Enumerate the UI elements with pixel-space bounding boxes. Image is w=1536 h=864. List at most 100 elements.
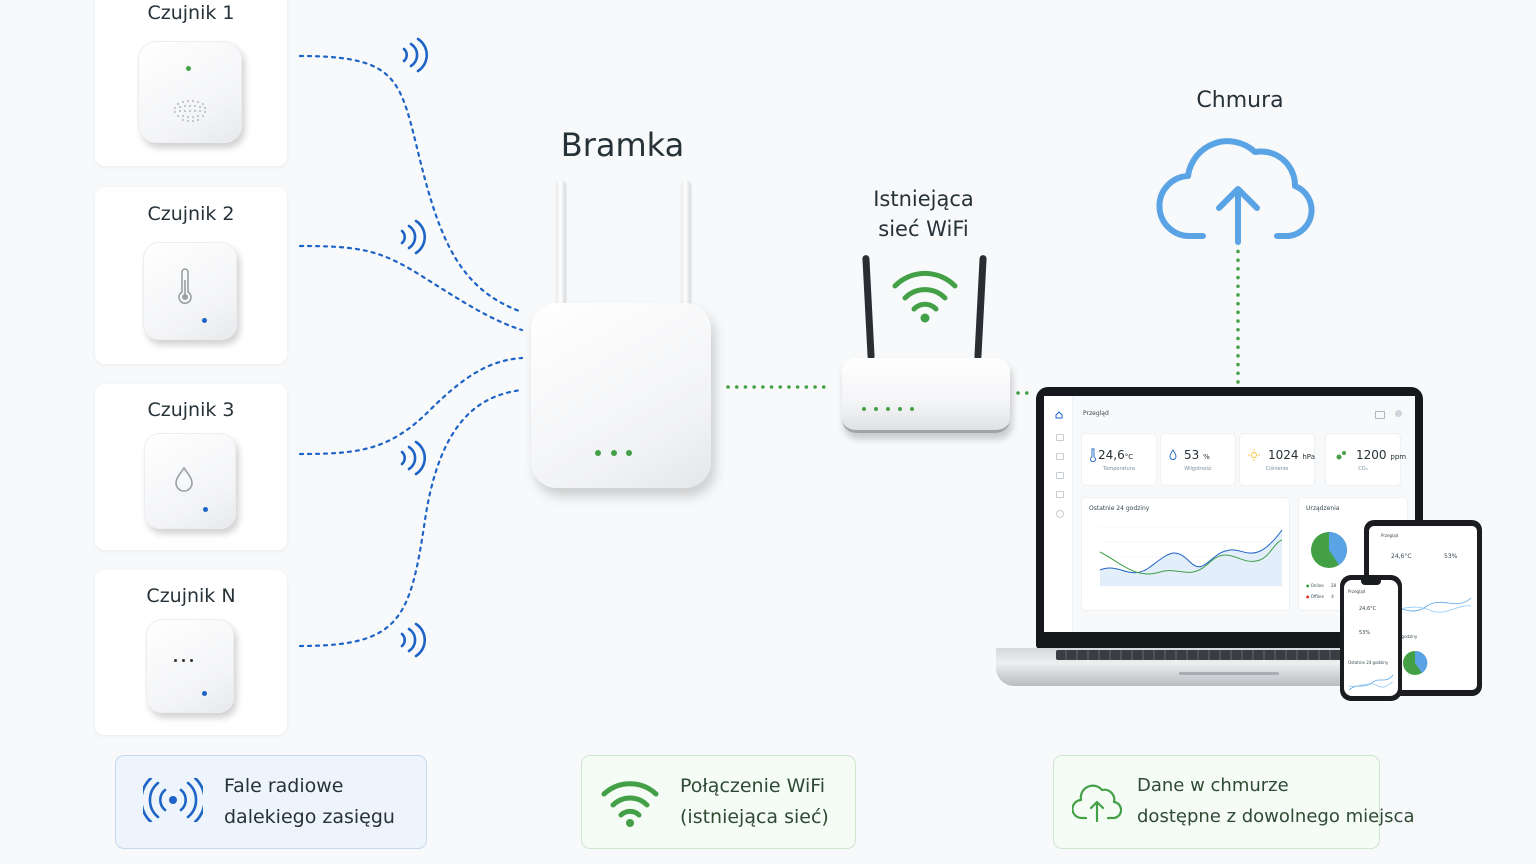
phone-screen: Przegląd 24,6°C 53% Ostatnie 24 godziny <box>1344 580 1398 696</box>
device-status-online: ● Online 28 <box>1306 583 1337 588</box>
dashboard-screen: Przegląd 24,6°C Temperatura 53 % Wilgotn… <box>1044 396 1415 632</box>
router-device <box>842 358 1010 433</box>
status-led <box>202 691 207 696</box>
status-led <box>626 450 632 456</box>
sensor-title: Czujnik 3 <box>147 399 235 421</box>
kpi-pressure: 1024 hPa Ciśnienie <box>1240 434 1316 485</box>
nav-icon[interactable] <box>1056 453 1064 460</box>
kpi-label: CO₂ <box>1358 466 1368 472</box>
device-status-offline: ● Offline 4 <box>1306 594 1334 599</box>
sensor-card-2: Czujnik 2 <box>95 187 287 364</box>
status-led <box>202 318 207 323</box>
phone-device: Przegląd 24,6°C 53% Ostatnie 24 godziny <box>1340 575 1402 701</box>
sun-icon <box>1248 449 1260 461</box>
water-drop-icon <box>1169 449 1177 460</box>
status-led <box>595 450 601 456</box>
legend-wifi-text: Połączenie WiFi(istniejąca sieć) <box>680 775 829 828</box>
sensor-title: Czujnik N <box>146 585 236 607</box>
tablet-title: Przegląd <box>1381 533 1399 538</box>
ellipsis-icon <box>174 659 204 665</box>
legend-wifi: Połączenie WiFi(istniejąca sieć) <box>581 755 856 849</box>
sensor-title: Czujnik 2 <box>147 203 235 225</box>
sensor-card-3: Czujnik 3 <box>95 384 287 550</box>
kpi-label: Wilgotność <box>1184 466 1212 472</box>
router-label-line2: sieć WiFi <box>878 217 969 241</box>
kpi-value: 1200 ppm <box>1356 448 1407 462</box>
dashboard-sidebar <box>1044 396 1073 632</box>
sensor-card-1: Czujnik 1 <box>95 0 287 166</box>
status-led <box>886 407 890 411</box>
radio-waves-icon <box>400 622 426 658</box>
water-drop-icon <box>175 466 193 492</box>
sensor-device <box>138 41 242 143</box>
kpi-co2: 1200 ppm CO₂ <box>1326 434 1406 485</box>
phone-humidity: 53% <box>1359 630 1371 636</box>
router-label: Istniejąca sieć WiFi <box>846 184 1001 244</box>
sensor-device <box>146 619 234 713</box>
wifi-icon <box>601 781 659 827</box>
dashboard-title: Przegląd <box>1083 410 1109 417</box>
laptop-touchpad-edge <box>1179 672 1279 675</box>
gateway-antenna-left <box>556 180 565 306</box>
devices-pie-chart <box>1311 531 1348 568</box>
cloud-upload-icon <box>1156 138 1315 245</box>
tablet-temp: 24,6°C <box>1391 553 1412 560</box>
nav-icon[interactable] <box>1056 434 1064 441</box>
status-led <box>874 407 878 411</box>
cloud-label: Chmura <box>1196 88 1284 113</box>
thermometer-icon <box>1090 448 1096 462</box>
gateway-antenna-right <box>681 180 690 306</box>
kpi-value: 1024 hPa <box>1268 448 1316 462</box>
nav-icon[interactable] <box>1056 472 1064 479</box>
kpi-temperature: 24,6°C Temperatura <box>1082 434 1156 485</box>
laptop-keyboard <box>1056 650 1401 660</box>
tablet-humidity: 53% <box>1444 553 1458 560</box>
radio-link-1 <box>298 54 524 314</box>
home-icon[interactable] <box>1055 411 1063 419</box>
settings-icon[interactable] <box>1056 510 1064 518</box>
status-led <box>898 407 902 411</box>
gateway-label: Bramka <box>560 126 685 164</box>
status-led <box>910 407 914 411</box>
radio-waves-icon <box>400 440 426 476</box>
phone-title: Przegląd <box>1348 589 1366 594</box>
phone-line-chart <box>1348 674 1394 691</box>
phone-notch <box>1361 580 1381 585</box>
devices-title: Urządzenia <box>1306 505 1340 512</box>
status-led <box>186 66 191 71</box>
sensor-title: Czujnik 1 <box>147 2 235 24</box>
chart-panel: Ostatnie 24 godziny <box>1082 498 1289 610</box>
phone-temp: 24,6°C <box>1359 606 1377 612</box>
cloud-upload-icon <box>1072 784 1122 822</box>
sensor-device <box>143 242 237 340</box>
radio-link-2 <box>298 244 524 332</box>
radio-link-4 <box>298 388 524 648</box>
kpi-humidity: 53 % Wilgotność <box>1161 434 1235 485</box>
radio-waves-icon <box>143 778 203 822</box>
kpi-value: 53 % <box>1184 448 1210 462</box>
kpi-label: Ciśnienie <box>1265 466 1289 472</box>
tablet-pie-chart <box>1403 650 1428 675</box>
radio-waves-icon <box>402 37 428 73</box>
status-led <box>203 507 208 512</box>
kpi-label: Temperatura <box>1103 466 1135 472</box>
status-led <box>611 450 617 456</box>
router-label-line1: Istniejąca <box>873 187 974 211</box>
line-chart <box>1099 526 1283 587</box>
phone-chart-title: Ostatnie 24 godziny <box>1348 660 1389 665</box>
avatar[interactable] <box>1395 410 1402 417</box>
thermometer-icon <box>178 268 192 304</box>
nav-icon[interactable] <box>1056 491 1064 498</box>
chart-title: Ostatnie 24 godziny <box>1089 505 1150 512</box>
radio-waves-icon <box>400 219 426 255</box>
sensor-card-n: Czujnik N <box>95 570 287 735</box>
kpi-value: 24,6°C <box>1098 448 1134 462</box>
sensor-device <box>144 433 236 529</box>
radio-link-3 <box>298 356 524 456</box>
mail-icon[interactable] <box>1375 411 1385 419</box>
